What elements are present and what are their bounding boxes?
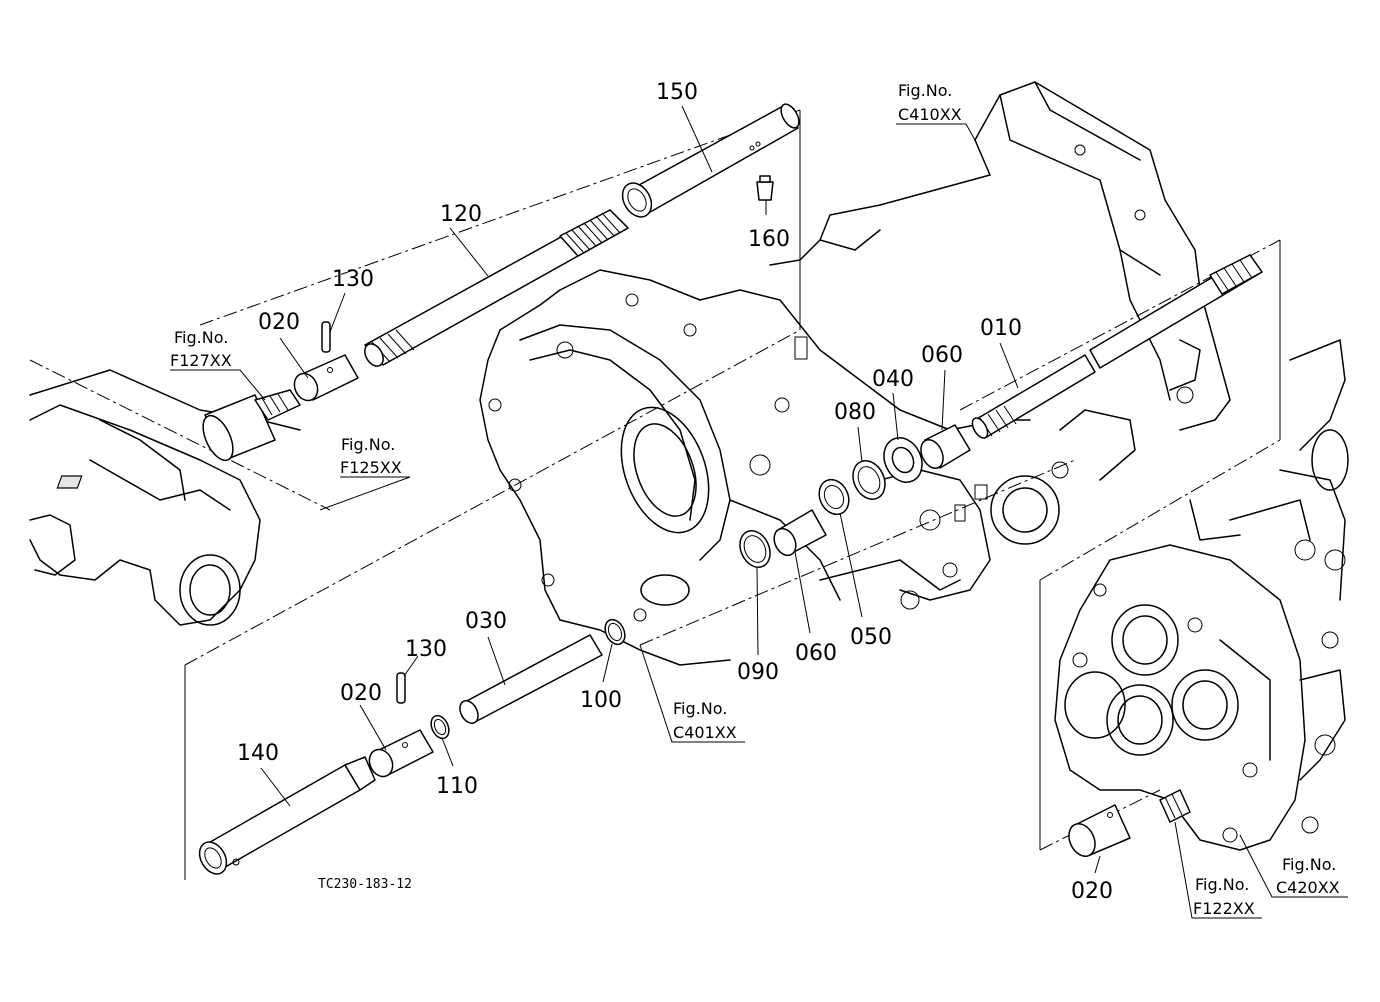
shaft-010 (971, 254, 1263, 439)
o-ring-110 (430, 714, 450, 740)
label-130-top: 130 (332, 267, 374, 292)
label-130-bottom: 130 (405, 637, 447, 662)
ring-050 (818, 478, 850, 516)
bearing-040 (883, 437, 923, 483)
label-050: 050 (850, 625, 892, 650)
label-110: 110 (436, 774, 478, 799)
fig-c420-code: C420XX (1276, 878, 1340, 897)
tube-150 (621, 103, 800, 218)
label-140: 140 (237, 741, 279, 766)
assembly-lines (29, 109, 1281, 880)
coupling-020-bottom (368, 729, 434, 778)
coupling-020-right (1068, 804, 1131, 857)
leader-lines (170, 105, 1348, 919)
label-080: 080 (834, 400, 876, 425)
shaft-f122 (1159, 789, 1191, 823)
label-120: 120 (440, 202, 482, 227)
pin-130-bottom (396, 672, 406, 704)
bushing-060-bottom (773, 509, 827, 557)
fig-f127-label: Fig.No. (174, 328, 228, 347)
transmission-housing (479, 81, 1231, 666)
drawing-code: TC230-183-12 (318, 877, 412, 892)
o-ring-100 (604, 618, 626, 646)
label-160: 160 (748, 227, 790, 252)
rear-housing (1054, 339, 1349, 851)
fig-f125-code: F125XX (340, 458, 402, 477)
shaft-120 (364, 209, 629, 367)
fig-f122-code: F122XX (1193, 899, 1255, 918)
label-060-bottom: 060 (795, 641, 837, 666)
tube-030 (459, 634, 603, 724)
label-030: 030 (465, 609, 507, 634)
label-020-top: 020 (258, 310, 300, 335)
fig-f127-code: F127XX (170, 351, 232, 370)
front-axle-housing (29, 369, 301, 626)
label-150: 150 (656, 80, 698, 105)
label-100: 100 (580, 688, 622, 713)
fig-c401-label: Fig.No. (673, 699, 727, 718)
fig-c410-label: Fig.No. (898, 81, 952, 100)
pin-130-top (321, 321, 331, 353)
coupling-020-top (293, 354, 359, 402)
snap-ring-090 (739, 530, 771, 568)
bushing-060-top (920, 424, 971, 469)
part-labels: 150 160 120 130 020 010 060 040 080 050 … (237, 80, 1113, 904)
label-010: 010 (980, 316, 1022, 341)
fitting-160 (756, 175, 774, 201)
label-040: 040 (872, 367, 914, 392)
fig-c410-code: C410XX (898, 105, 962, 124)
label-060-top: 060 (921, 343, 963, 368)
label-020-right: 020 (1071, 879, 1113, 904)
seal-080 (852, 460, 886, 500)
fig-f122-label: Fig.No. (1195, 875, 1249, 894)
fig-f125-label: Fig.No. (341, 435, 395, 454)
label-090: 090 (737, 660, 779, 685)
label-020-bottom: 020 (340, 681, 382, 706)
fig-c420-label: Fig.No. (1282, 855, 1336, 874)
shaft-f127 (202, 389, 301, 462)
figure-references: Fig.No. C410XX Fig.No. F127XX Fig.No. F1… (170, 81, 1340, 918)
fig-c401-code: C401XX (673, 723, 737, 742)
tube-140 (198, 756, 376, 875)
